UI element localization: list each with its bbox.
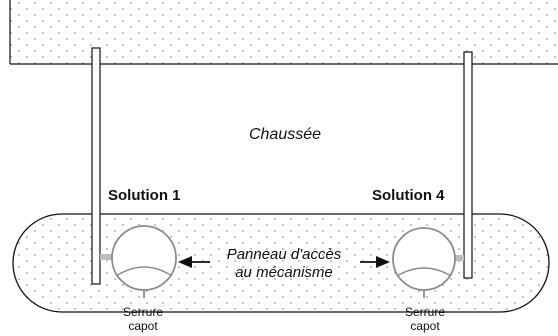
access-panel-left xyxy=(100,225,177,298)
rod-right xyxy=(463,51,473,279)
access-panel-right xyxy=(392,227,464,298)
ground-slab xyxy=(9,0,558,65)
panel-left-connector xyxy=(100,254,112,260)
road-label: Chaussée xyxy=(249,126,321,143)
panel-label-line2: au mécanisme xyxy=(235,264,333,281)
panel-right-circle xyxy=(392,227,456,291)
solution-left-label: Solution 1 xyxy=(108,187,181,204)
lock-left-label-line1: Serrure xyxy=(123,305,163,319)
panel-label-line1: Panneau d'accès xyxy=(227,246,342,263)
panel-left-arc xyxy=(115,266,173,277)
rod-left xyxy=(91,47,101,285)
lock-left-label-line2: capot xyxy=(128,319,158,333)
arrow-left-head xyxy=(178,256,192,268)
arrow-right xyxy=(360,256,390,268)
lock-right-label-line1: Serrure xyxy=(405,305,445,319)
panel-right-arc xyxy=(396,267,452,277)
panel-left-circle xyxy=(111,225,177,291)
solution-right-label: Solution 4 xyxy=(372,187,445,204)
panel-right-connector xyxy=(452,255,464,261)
arrow-left xyxy=(178,256,210,268)
arrow-right-head xyxy=(376,256,390,268)
lock-right-label-line2: capot xyxy=(410,319,440,333)
